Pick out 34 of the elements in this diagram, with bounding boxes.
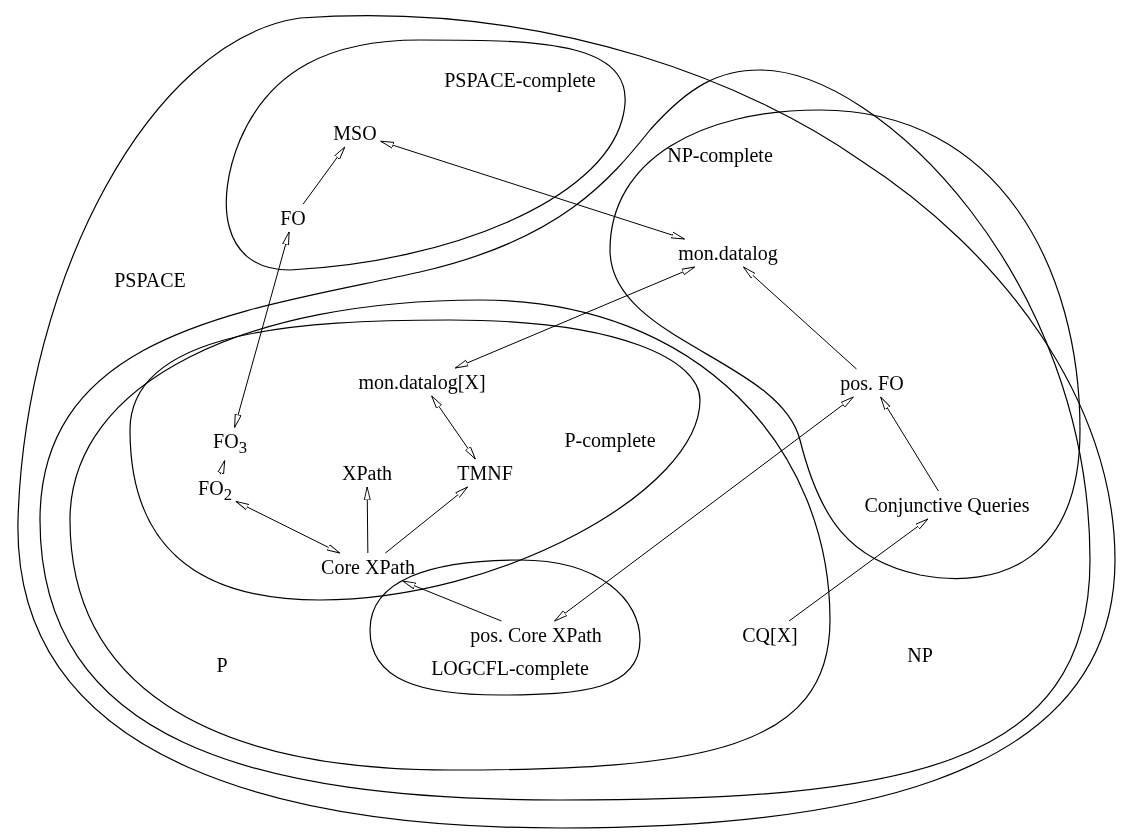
arrow — [302, 146, 346, 205]
class-region — [38, 68, 1092, 802]
region-label: NP — [907, 644, 933, 666]
arrow — [217, 460, 226, 475]
arrow — [431, 395, 476, 460]
arrow — [235, 500, 341, 554]
formula-label: TMNF — [457, 462, 513, 484]
arrow — [402, 580, 502, 622]
arrow — [454, 266, 696, 369]
region-label: LOGCFL-complete — [431, 657, 589, 679]
formula-label: XPath — [342, 462, 392, 484]
formula-label: Conjunctive Queries — [864, 494, 1030, 516]
region-label: P — [216, 654, 228, 676]
region-label: NP-complete — [667, 144, 773, 166]
formula-label: FO$_{3}$ — [213, 430, 247, 458]
arrow — [384, 486, 469, 554]
arrow — [380, 140, 685, 240]
arrow — [554, 396, 854, 622]
formula-label: CQ[X] — [742, 624, 798, 646]
formula-label: Core XPath — [321, 556, 415, 578]
formula-label: FO$_{2}$ — [198, 477, 232, 505]
class-region — [68, 298, 832, 772]
arrow — [880, 396, 939, 492]
region-label: PSPACE-complete — [444, 69, 596, 91]
region-label: P-complete — [564, 429, 656, 451]
formula-label: pos. FO — [840, 372, 904, 394]
formula-label: mon.datalog[X] — [358, 371, 486, 393]
formula-label: mon.datalog — [678, 242, 778, 264]
formula-label: MSO — [333, 122, 377, 144]
arrow — [743, 266, 857, 370]
formula-label: pos. Core XPath — [470, 624, 602, 646]
formula-label: FO — [280, 207, 306, 229]
region-label: PSPACE — [114, 269, 186, 291]
class-region — [128, 318, 702, 602]
